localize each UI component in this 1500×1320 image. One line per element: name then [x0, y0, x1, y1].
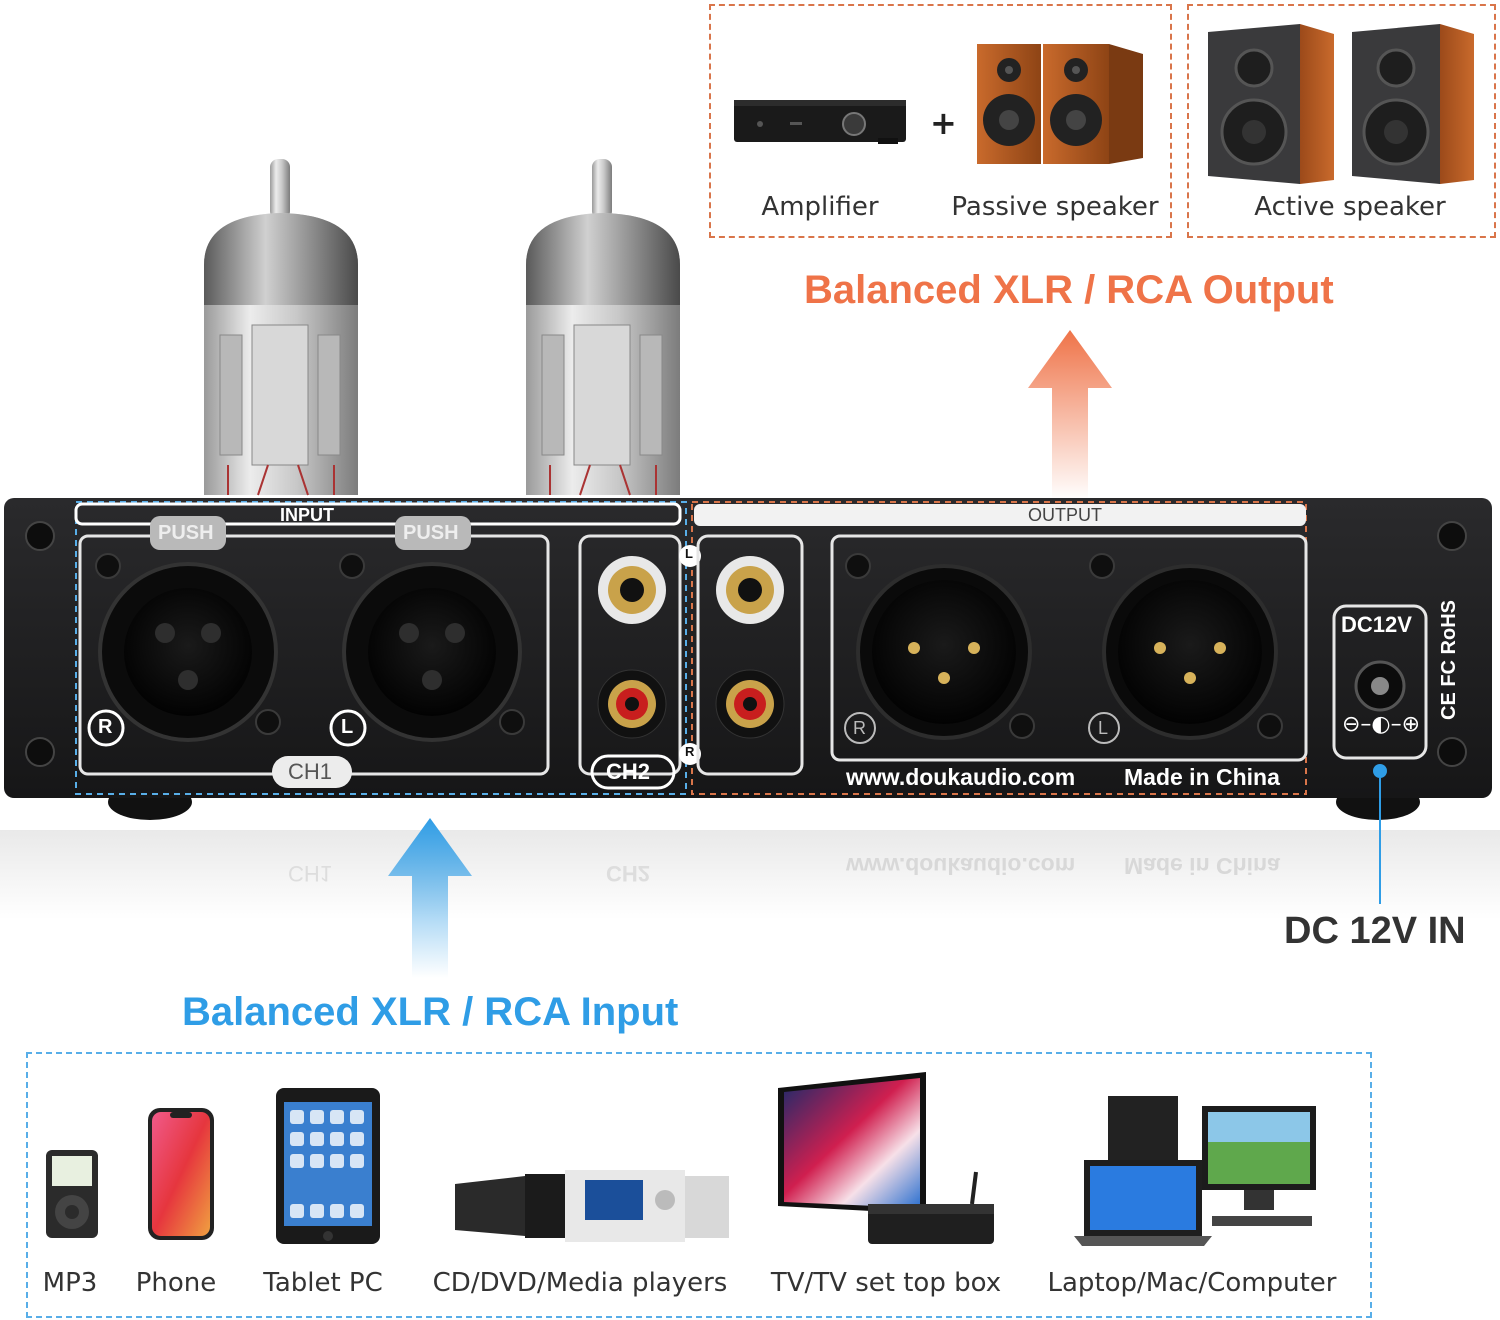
tv-icon	[778, 1072, 994, 1244]
dc-label: DC12V	[1341, 612, 1412, 637]
media-player-label: CD/DVD/Media players	[432, 1268, 728, 1298]
output-devices-box	[709, 4, 1172, 238]
output-arrow-icon	[1028, 330, 1112, 500]
output-label: OUTPUT	[1028, 505, 1102, 525]
dc-in-label: DC 12V IN	[1284, 910, 1466, 952]
phone-label: Phone	[135, 1268, 217, 1298]
reflection-ch1: CH1	[288, 861, 333, 886]
media-player-icon	[455, 1170, 729, 1242]
dc-callout-dot	[1373, 764, 1387, 778]
tablet-icon	[276, 1088, 380, 1244]
mp3-player-icon	[46, 1150, 98, 1238]
active-speaker-icon	[1208, 24, 1474, 184]
tv-label: TV/TV set top box	[770, 1268, 1002, 1298]
ch2-label: CH2	[606, 759, 651, 784]
active-speaker-label: Active speaker	[1254, 192, 1446, 222]
amplifier-icon	[734, 100, 906, 144]
push-tab-right: PUSH	[403, 522, 459, 544]
website-text: www.doukaudio.com	[846, 764, 1076, 790]
made-in-text: Made in China	[1124, 764, 1280, 790]
mp3-label: MP3	[42, 1268, 98, 1298]
passive-speaker-icon	[977, 44, 1143, 164]
amplifier-label: Amplifier	[761, 192, 879, 222]
ch1-r-label: R	[98, 716, 113, 738]
dc-polarity-icon: ⊖–◐–⊕	[1342, 712, 1421, 737]
vacuum-tube-left	[204, 159, 358, 496]
chassis-back-panel	[4, 498, 1492, 820]
phone-icon	[148, 1108, 214, 1240]
certification-marks-icon: CE FC RoHS	[1438, 600, 1460, 720]
output-title: Balanced XLR / RCA Output	[804, 268, 1334, 312]
dc-callout-line	[1379, 778, 1381, 904]
ch1-l-label: L	[341, 716, 354, 738]
input-arrow-icon	[388, 818, 472, 978]
out-r-label: R	[853, 718, 866, 738]
input-title: Balanced XLR / RCA Input	[182, 990, 679, 1034]
passive-speaker-label: Passive speaker	[951, 192, 1159, 222]
rca-r-marker: R	[685, 744, 695, 759]
tablet-label: Tablet PC	[263, 1268, 383, 1298]
input-label: INPUT	[280, 505, 334, 525]
plus-sign: +	[930, 104, 957, 142]
reflection-made-in: Made in China	[1124, 853, 1280, 879]
out-l-label: L	[1098, 718, 1109, 738]
reflection-website: www.doukaudio.com	[846, 853, 1076, 879]
push-tab-left: PUSH	[158, 522, 214, 544]
computer-label: Laptop/Mac/Computer	[1047, 1268, 1337, 1298]
computer-icon	[1074, 1096, 1316, 1246]
reflection-ch2: CH2	[606, 861, 651, 886]
ch1-label: CH1	[288, 759, 333, 784]
active-speaker-box	[1187, 4, 1496, 238]
input-devices-box	[26, 1052, 1372, 1318]
vacuum-tube-right	[526, 159, 680, 496]
rca-l-marker: L	[685, 546, 693, 561]
panel-reflection	[0, 830, 1500, 920]
